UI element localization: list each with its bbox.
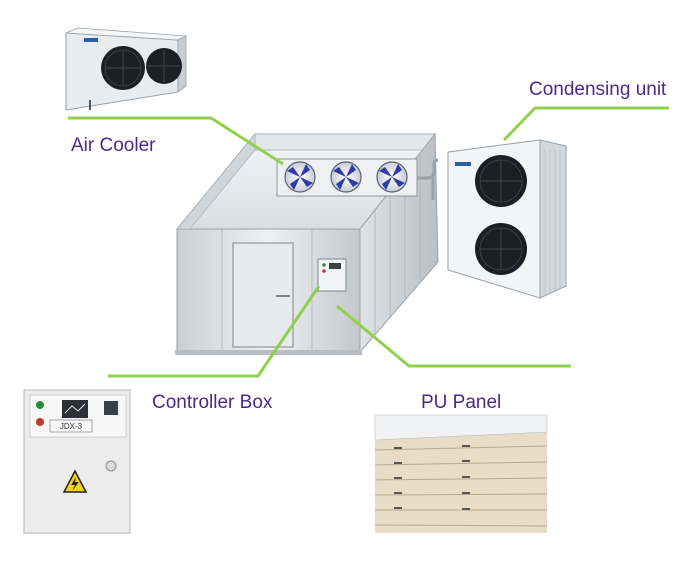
controller-box-image: JDX-3 [23, 389, 131, 534]
evaporator-fan-3 [376, 161, 408, 193]
air-cooler-leader [68, 116, 284, 166]
air-cooler-image [65, 27, 188, 111]
controller-box-label: Controller Box [152, 392, 273, 413]
controller-model-text: JDX-3 [60, 422, 83, 431]
air-cooler-label: Air Cooler [71, 135, 156, 156]
pu-panel-leader [336, 304, 571, 368]
condensing-unit-leader [502, 106, 669, 142]
evaporator-unit [276, 158, 439, 200]
pu-panel-image [374, 414, 548, 533]
cold-room [175, 132, 439, 355]
controller-box-leader [108, 285, 321, 378]
leader-lines [68, 106, 669, 378]
condensing-unit-image [447, 139, 567, 299]
condensing-unit-label: Condensing unit [529, 79, 667, 100]
evaporator-fan-2 [330, 161, 362, 193]
pu-panel-label: PU Panel [421, 392, 502, 413]
evaporator-fan-1 [284, 161, 316, 193]
